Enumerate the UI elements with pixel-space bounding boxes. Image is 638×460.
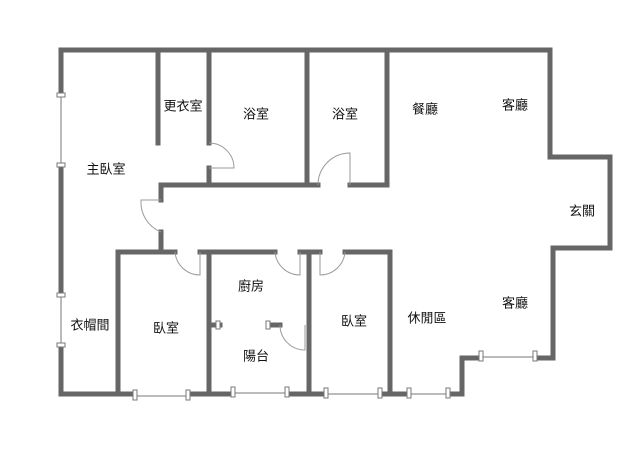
- room-label-lounge: 休閒區: [407, 311, 447, 327]
- room-label-bath2: 浴室: [331, 107, 359, 123]
- room-label-living-top: 客廳: [501, 98, 529, 114]
- room-label-balcony: 陽台: [242, 349, 270, 365]
- windows: [56, 92, 538, 401]
- walls: [58, 47, 613, 397]
- room-label-walk-in-closet: 更衣室: [163, 99, 203, 115]
- room-label-kitchen: 廚房: [237, 279, 265, 295]
- doors: [140, 142, 351, 351]
- room-label-bedroom2: 臥室: [340, 314, 368, 330]
- rooms-top-wall: [115, 249, 393, 397]
- corridor-top-wall: [158, 47, 390, 188]
- room-label-entrance: 玄關: [568, 204, 596, 220]
- room-label-dining: 餐廳: [411, 102, 439, 118]
- room-label-bedroom1: 臥室: [152, 321, 180, 337]
- room-label-cloakroom: 衣帽間: [70, 318, 110, 334]
- room-label-living-bottom: 客廳: [501, 296, 529, 312]
- room-label-bath1: 浴室: [242, 107, 270, 123]
- room-label-master-bedroom: 主臥室: [86, 162, 126, 178]
